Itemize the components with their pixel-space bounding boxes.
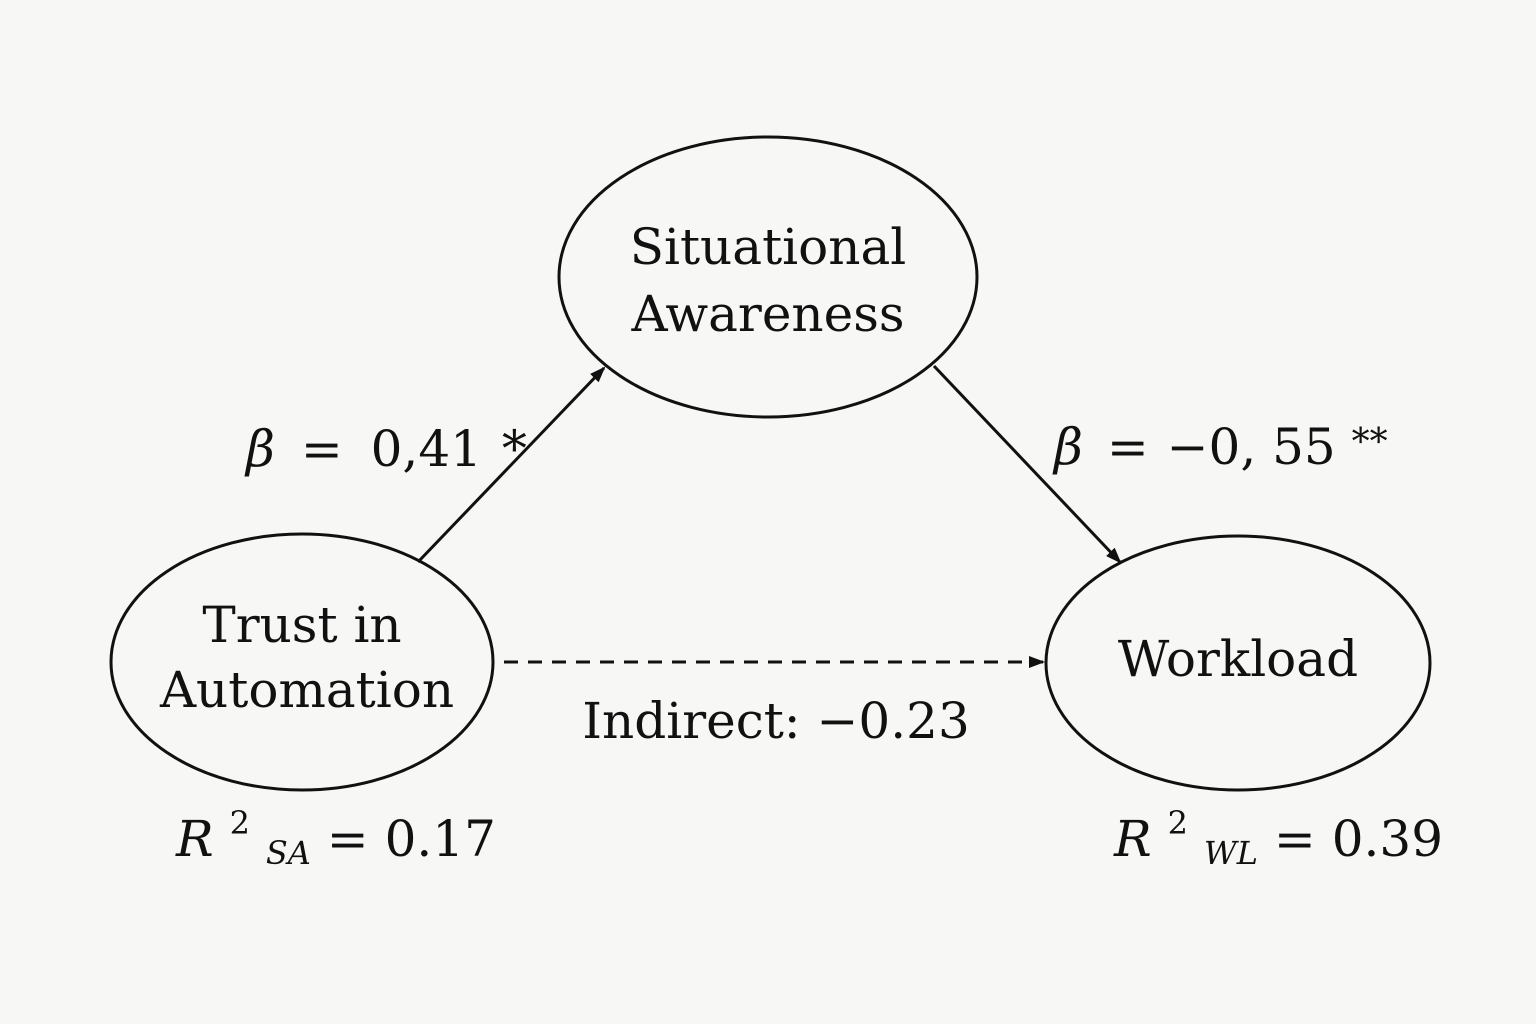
path-b-value: −0, 55 — [1167, 418, 1336, 476]
path-a-significance: * — [502, 420, 527, 478]
r-squared-sa-exponent: 2 — [230, 804, 250, 842]
node-trust-label-line1: Trust in — [202, 596, 401, 654]
r-squared-wl-label: R 2 WL = 0.39 — [1113, 788, 1443, 876]
r-squared-wl-symbol: R — [1113, 810, 1152, 868]
node-situational-awareness-label-line2: Awareness — [630, 285, 904, 343]
path-b-label: β = −0, 55 ** — [1052, 418, 1388, 476]
r-squared-wl-exponent: 2 — [1168, 804, 1188, 842]
path-a-arrow — [416, 366, 606, 564]
path-a-operator: = — [301, 420, 343, 478]
path-b-significance: ** — [1352, 422, 1388, 463]
r-squared-wl-value: 0.39 — [1332, 810, 1443, 868]
r-squared-sa-subscript: SA — [266, 834, 311, 872]
path-b-operator: = — [1107, 418, 1149, 476]
r-squared-sa-label: R 2 SA = 0.17 — [175, 788, 496, 876]
r-squared-sa-symbol: R — [175, 810, 214, 868]
node-trust-label-line2: Automation — [159, 661, 454, 719]
r-squared-wl-subscript: WL — [1204, 834, 1258, 872]
node-workload: Workload — [1044, 534, 1432, 792]
node-trust-in-automation: Trust in Automation — [109, 532, 495, 792]
path-b-arrow — [932, 364, 1122, 564]
r-squared-sa-operator: = — [327, 810, 369, 868]
node-situational-awareness: Situational Awareness — [557, 135, 979, 419]
path-a-symbol: β — [244, 420, 275, 478]
node-situational-awareness-label-line1: Situational — [630, 218, 907, 276]
indirect-effect-label: Indirect: −0.23 — [582, 692, 970, 750]
r-squared-sa-value: 0.17 — [385, 810, 496, 868]
node-workload-label: Workload — [1118, 630, 1358, 688]
path-a-value: 0,41 — [371, 420, 482, 478]
r-squared-wl-operator: = — [1274, 810, 1316, 868]
path-a-label: β = 0,41 * — [244, 420, 527, 478]
path-b-symbol: β — [1052, 418, 1083, 476]
